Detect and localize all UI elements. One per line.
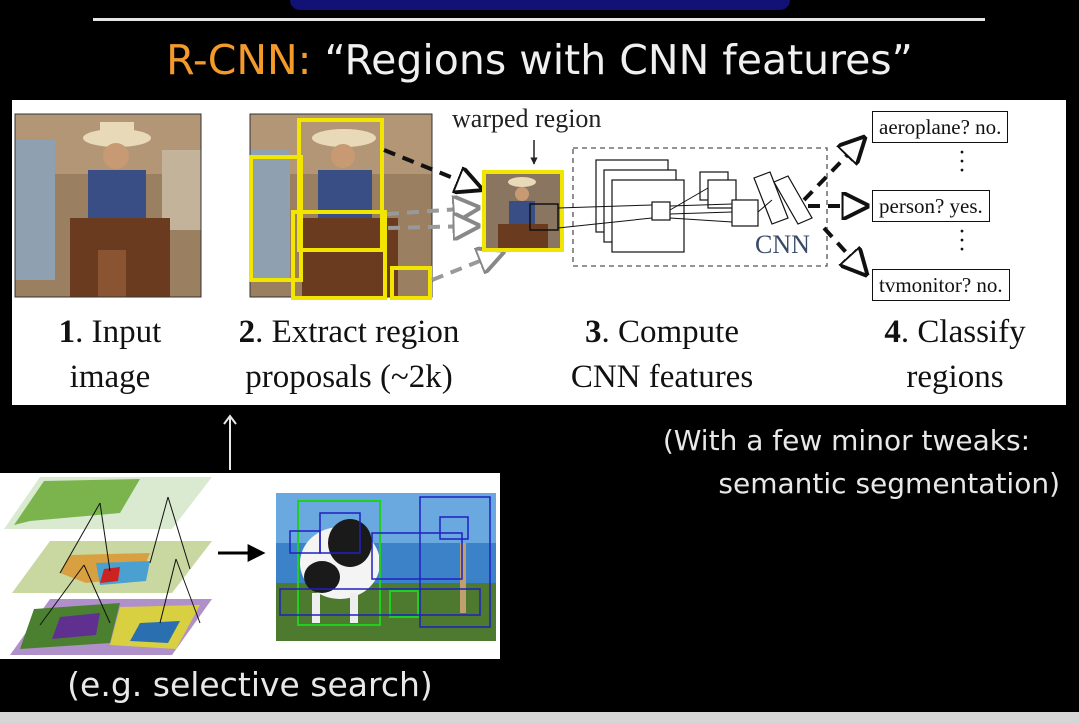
step-1-caption: 1. Input image (12, 310, 208, 400)
step-2-number: 2 (238, 314, 256, 350)
cnn-block (557, 147, 828, 267)
title-prefix: R-CNN: (166, 36, 312, 84)
class-tvmonitor: tvmonitor? no. (872, 269, 1010, 301)
top-rule (93, 18, 985, 21)
class-aeroplane: aeroplane? no. (872, 111, 1009, 143)
ellipsis-dots-1: ··· (958, 140, 966, 184)
step-1-line2: image (69, 359, 151, 395)
selective-search-caption: (e.g. selective search) (67, 665, 433, 704)
step-4-number: 4 (884, 314, 901, 350)
selective-search-drawing (4, 477, 496, 655)
proposal-box-person (297, 118, 384, 252)
selective-search-figure (0, 473, 500, 659)
note-line-2: semantic segmentation) (718, 467, 1060, 500)
step-3-caption: 3. Compute CNN features (530, 310, 794, 400)
title-text: “Regions with CNN features” (324, 36, 913, 84)
segmentation-layers (4, 477, 212, 655)
proposal-box-small (390, 266, 432, 300)
bottom-bar (0, 712, 1079, 723)
step-4-caption: 4. Classify regions (848, 310, 1062, 400)
cow-image (276, 493, 496, 641)
step-3-line1: . Compute (601, 314, 740, 350)
step-4-line2: regions (906, 359, 1004, 395)
proposal-box-horse (291, 210, 387, 300)
step-2-caption: 2. Extract region proposals (~2k) (208, 310, 490, 400)
arrow-to-tvmonitor (822, 226, 864, 272)
class-person: person? yes. (872, 190, 990, 222)
arrow-small-to-warped (431, 253, 500, 282)
ellipsis-dots-2: ··· (958, 219, 966, 263)
step-1-number: 1 (58, 314, 76, 350)
arrow-left-to-warped (387, 226, 475, 228)
rcnn-figure: warped region CNN aeroplane? no. ··· per… (12, 100, 1066, 405)
up-arrow (223, 414, 237, 470)
arrow-to-aeroplane (802, 140, 862, 202)
title-bar-remnant (290, 0, 790, 10)
step-4-line1: . Classify (900, 314, 1026, 350)
step-2-line1: . Extract region (255, 314, 460, 350)
step-1-line1: . Input (75, 314, 162, 350)
arrow-person-to-warped (383, 148, 478, 188)
slide-title: R-CNN: “Regions with CNN features” (0, 36, 1079, 84)
step-3-number: 3 (585, 314, 602, 350)
cnn-label: CNN (755, 230, 810, 259)
arrow-horse-to-warped (386, 208, 475, 214)
proposals-image (249, 113, 433, 300)
step-2-line2: proposals (~2k) (245, 359, 453, 395)
rcnn-figure-drawing (14, 113, 1066, 300)
note-line-1: (With a few minor tweaks: (662, 424, 1030, 457)
step-3-line2: CNN features (570, 359, 754, 395)
warped-region-label: warped region (452, 104, 602, 133)
input-image (14, 113, 202, 298)
warped-region (482, 170, 564, 252)
